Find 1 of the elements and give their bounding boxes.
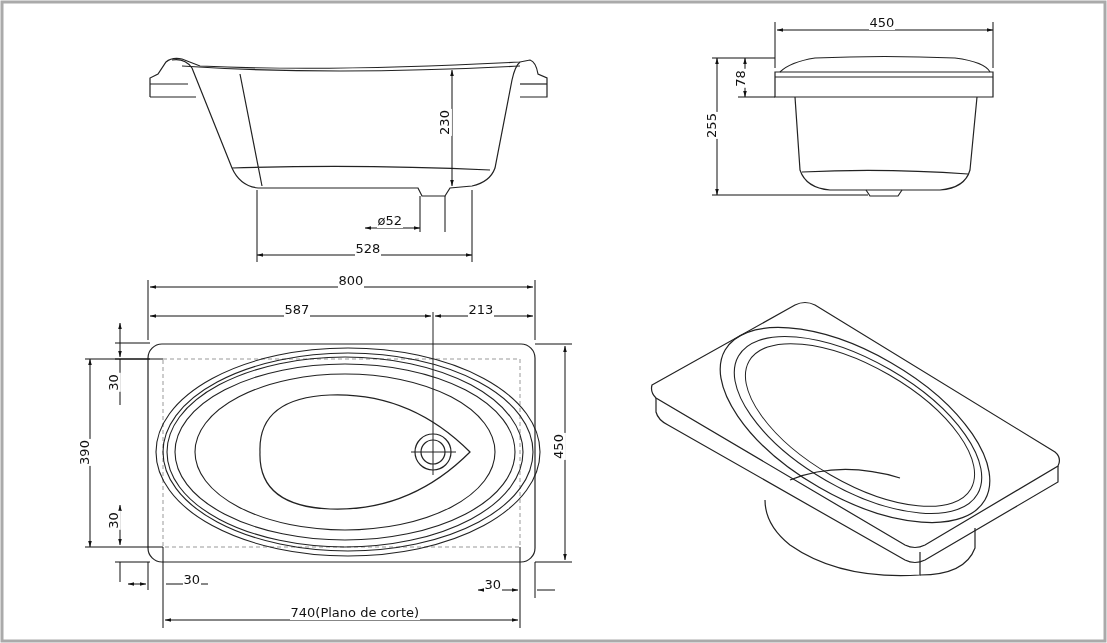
dimension-label: 740(Plano de corte)	[289, 604, 421, 620]
